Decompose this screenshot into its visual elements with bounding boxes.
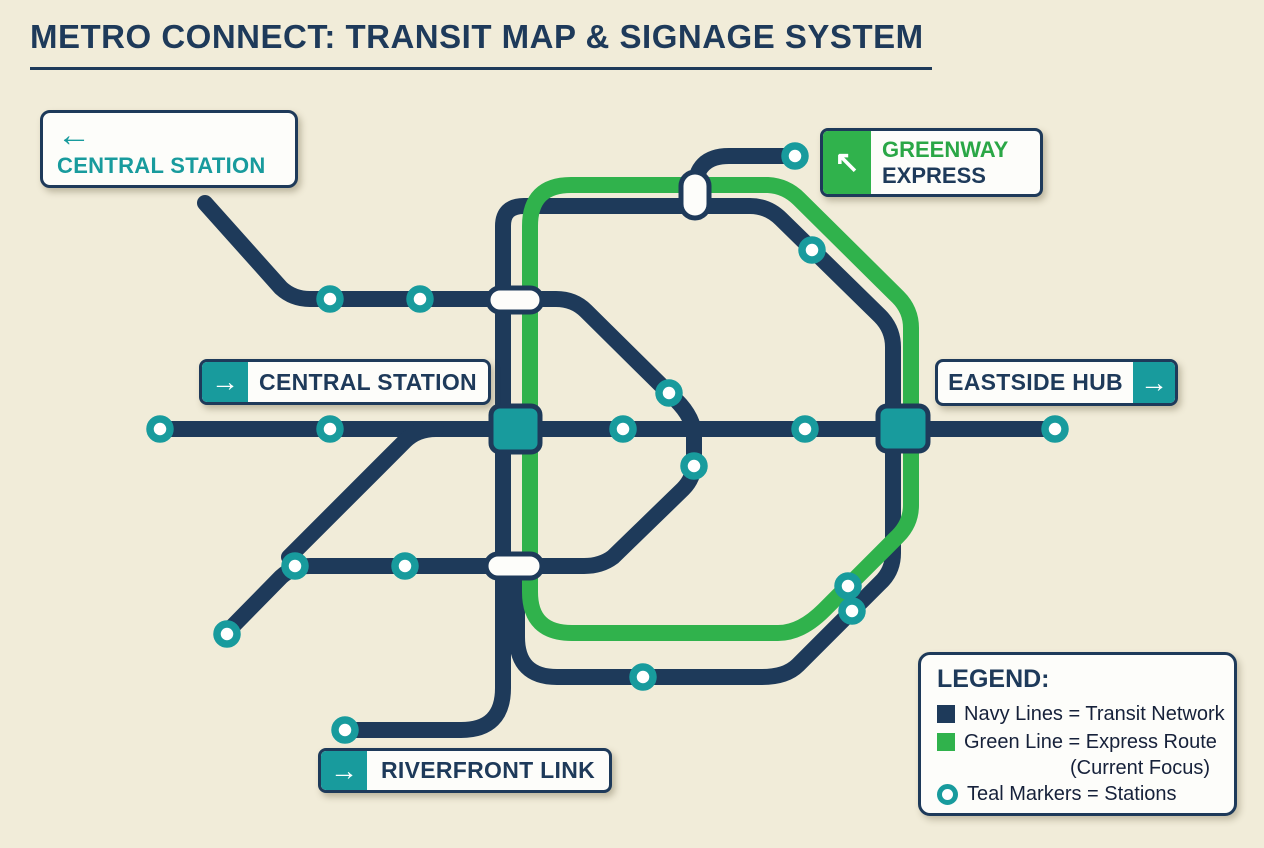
station-marker — [331, 716, 359, 744]
sign-greenway-express: ↖ GREENWAY EXPRESS — [820, 128, 1043, 197]
station-marker-swatch — [937, 783, 958, 805]
legend-item-teal-text: Teal Markers = Stations — [967, 783, 1177, 805]
line-northwest-crosstown — [197, 195, 702, 640]
interchange-pill-north — [678, 169, 712, 221]
navy-line-swatch — [937, 705, 955, 723]
central-station-interchange — [488, 403, 543, 455]
station-marker — [834, 572, 862, 600]
eastside-hub-arrow-block: → — [1133, 362, 1175, 403]
right-arrow-icon: → — [330, 754, 358, 786]
eastside-hub-label: EASTSIDE HUB — [948, 369, 1123, 395]
station-marker — [680, 452, 708, 480]
station-marker — [1041, 415, 1069, 443]
legend-item-green: Green Line = Express Route — [937, 728, 1218, 756]
station-marker — [609, 415, 637, 443]
interchange-pill-lower — [483, 551, 545, 581]
station-marker — [213, 620, 241, 648]
sign-central-station-mid: → CENTRAL STATION — [199, 359, 491, 405]
station-marker — [316, 285, 344, 313]
station-marker — [791, 415, 819, 443]
central-station-arrow-block: → — [202, 362, 248, 402]
sign-central-station-north: ← CENTRAL STATION — [40, 110, 298, 188]
legend-item-green-text: Green Line = Express Route — [964, 731, 1217, 753]
station-marker — [781, 142, 809, 170]
greenway-label: GREENWAY — [882, 136, 1009, 162]
station-marker — [281, 552, 309, 580]
right-arrow-icon: → — [211, 366, 239, 397]
legend-item-navy-text: Navy Lines = Transit Network — [964, 703, 1225, 725]
station-marker — [391, 552, 419, 580]
up-left-arrow-icon: ↖ — [834, 146, 860, 179]
legend-item-green-subtext: (Current Focus) — [1070, 757, 1211, 779]
central-station-north-label: CENTRAL STATION — [57, 153, 266, 178]
line-southwest-branch — [281, 421, 444, 565]
legend-box: LEGEND: Navy Lines = Transit Network Gre… — [918, 652, 1237, 816]
station-marker — [798, 236, 826, 264]
page-title: METRO CONNECT: TRANSIT MAP & SIGNAGE SYS… — [30, 18, 932, 70]
sign-riverfront-link: → RIVERFRONT LINK — [318, 748, 612, 793]
legend-heading: LEGEND: — [937, 665, 1050, 693]
riverfront-link-label: RIVERFRONT LINK — [380, 757, 596, 783]
right-arrow-icon: → — [1140, 366, 1168, 398]
line-loop-navy — [495, 198, 901, 685]
station-marker — [316, 415, 344, 443]
station-marker — [406, 285, 434, 313]
left-arrow-icon: ← — [57, 116, 91, 154]
legend-item-navy: Navy Lines = Transit Network — [937, 700, 1225, 728]
express-label: EXPRESS — [882, 162, 986, 188]
greenway-arrow-block: ↖ — [823, 131, 871, 194]
legend-item-teal: Teal Markers = Stations — [937, 780, 1218, 808]
station-marker — [629, 663, 657, 691]
central-station-mid-label: CENTRAL STATION — [259, 368, 477, 395]
eastside-hub-interchange — [875, 403, 931, 454]
interchange-pill-upper — [485, 285, 545, 315]
greenway-label-group: GREENWAY EXPRESS — [871, 131, 1008, 194]
riverfront-arrow-block: → — [321, 751, 367, 790]
station-marker — [655, 379, 683, 407]
line-riverfront-link — [337, 552, 511, 738]
station-marker — [838, 597, 866, 625]
station-marker — [146, 415, 174, 443]
green-line-swatch — [937, 733, 955, 751]
sign-eastside-hub: EASTSIDE HUB → — [935, 359, 1178, 406]
